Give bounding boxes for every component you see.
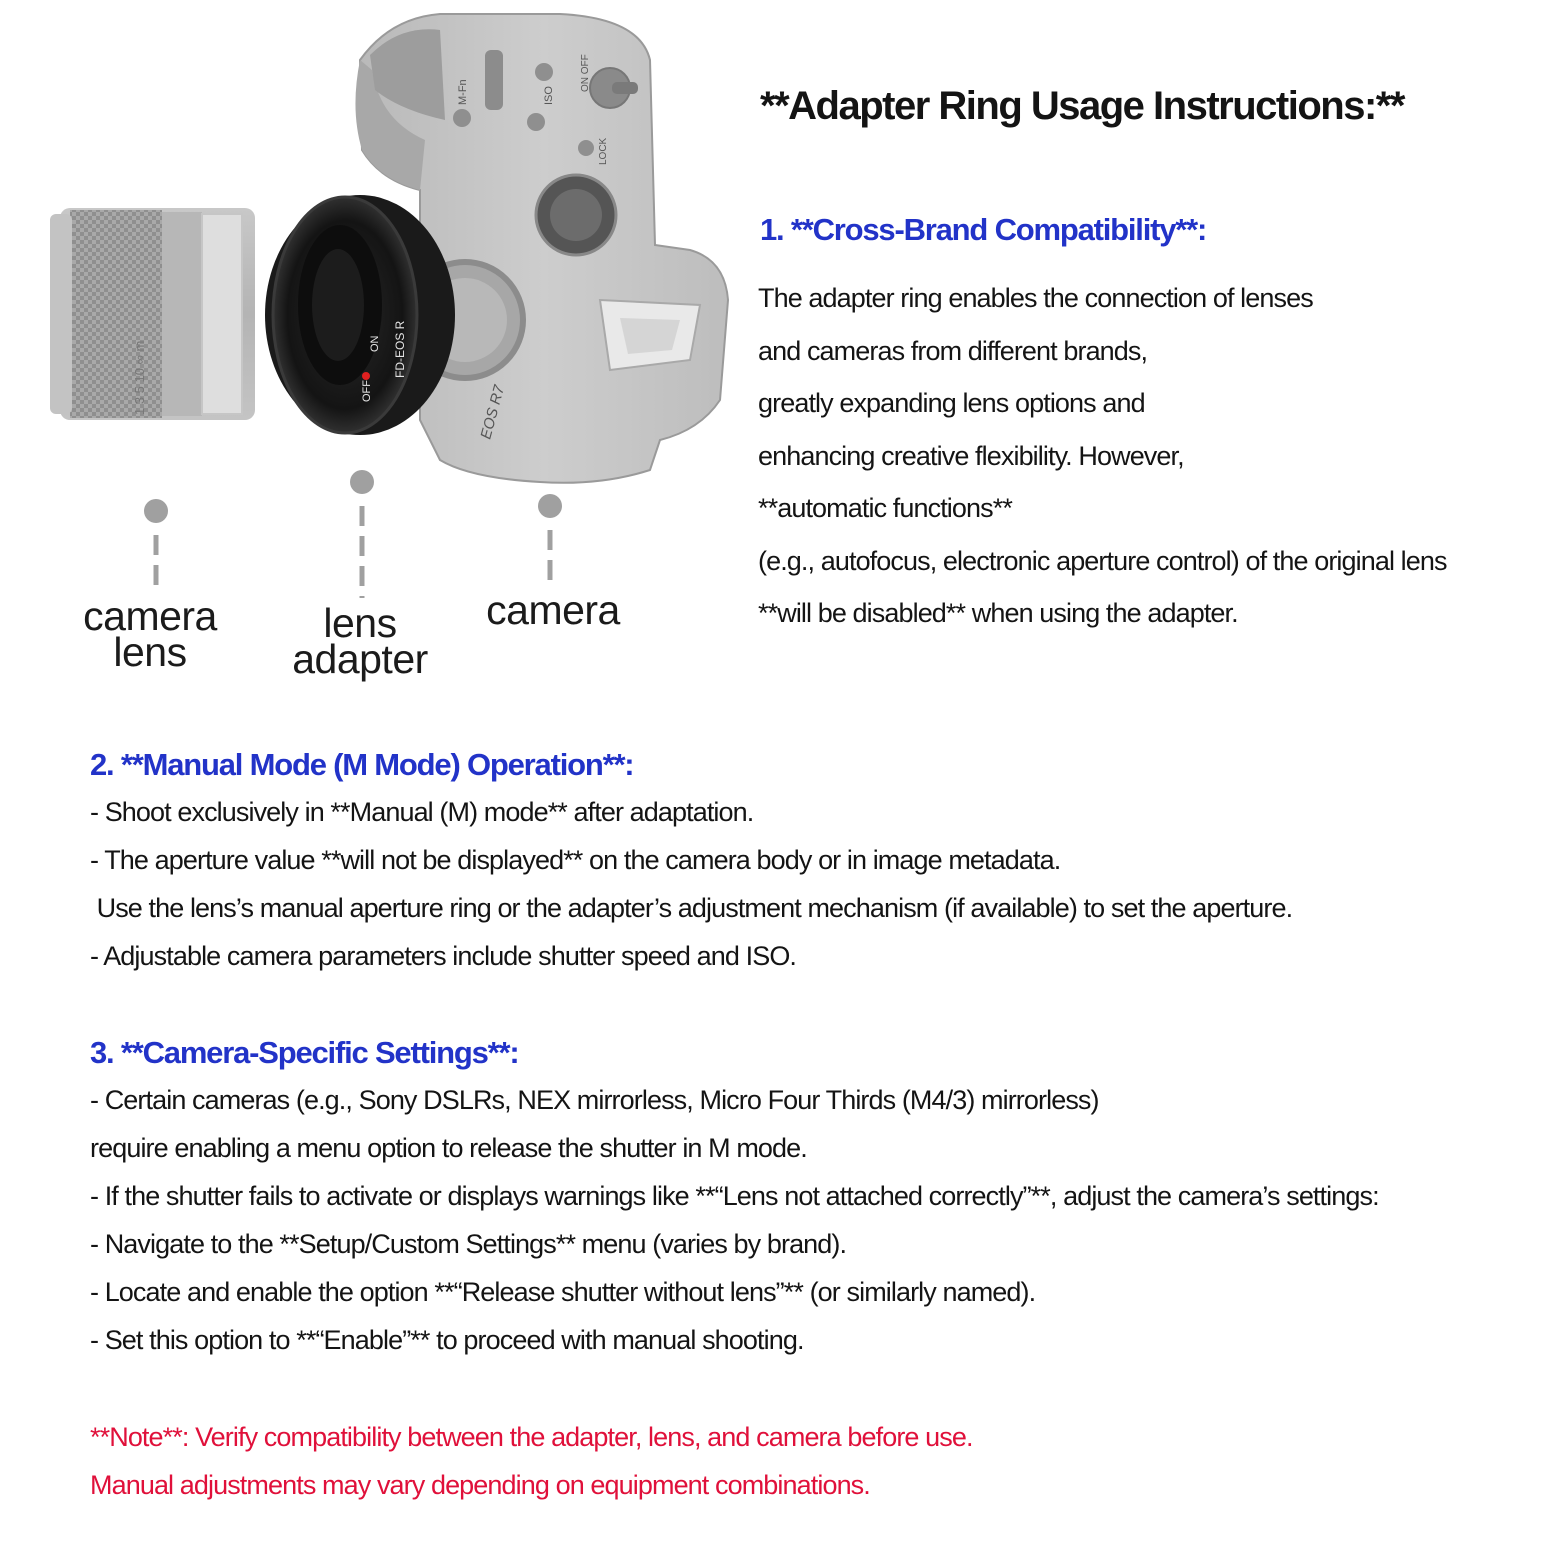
section2-line: - Shoot exclusively in **Manual (M) mode… bbox=[90, 797, 754, 827]
pointer-camera-lens bbox=[144, 499, 168, 593]
note-line: Manual adjustments may vary depending on… bbox=[90, 1470, 871, 1500]
lens-adapter-ring: FD-EOS R ON OFF bbox=[265, 195, 455, 435]
section1-line: The adapter ring enables the connection … bbox=[758, 283, 1314, 313]
svg-text:1 3 5 10 ∞ m: 1 3 5 10 ∞ m bbox=[132, 341, 147, 415]
mfn-marking: M-Fn bbox=[457, 79, 469, 105]
note-line: **Note**: Verify compatibility between t… bbox=[90, 1422, 973, 1452]
section1-line: greatly expanding lens options and bbox=[758, 388, 1146, 418]
section1-body: The adapter ring enables the connection … bbox=[758, 272, 1448, 640]
adapter-off-marking: OFF bbox=[361, 380, 373, 402]
camera-lens-body: 1 3 5 10 ∞ m bbox=[50, 208, 255, 420]
note-block: **Note**: Verify compatibility between t… bbox=[90, 1413, 973, 1509]
onoff-marking: ON OFF bbox=[580, 54, 591, 92]
label-lens-adapter: lens adapter bbox=[292, 600, 428, 682]
section3-body: - Certain cameras (e.g., Sony DSLRs, NEX… bbox=[90, 1076, 1380, 1364]
section1-heading: 1. **Cross-Brand Compatibility**: bbox=[760, 212, 1207, 247]
section2-heading: 2. **Manual Mode (M Mode) Operation**: bbox=[90, 747, 635, 782]
lock-marking: LOCK bbox=[598, 137, 609, 165]
page-title: **Adapter Ring Usage Instructions:** bbox=[760, 84, 1405, 128]
section1-line: **will be disabled** when using the adap… bbox=[758, 598, 1239, 628]
product-illustration: ISO M-Fn ON OFF LOCK EOS R7 FD-EOS R ON … bbox=[50, 13, 730, 598]
adapter-model-marking: FD-EOS R bbox=[393, 320, 407, 378]
section3-line: - Navigate to the **Setup/Custom Setting… bbox=[90, 1229, 847, 1259]
pointer-camera bbox=[538, 494, 562, 588]
pointer-lens-adapter bbox=[350, 470, 374, 598]
section2-line: - The aperture value **will not be displ… bbox=[90, 845, 1061, 875]
label-camera: camera bbox=[486, 587, 620, 633]
section3-line: require enabling a menu option to releas… bbox=[90, 1133, 808, 1163]
section1-line: enhancing creative flexibility. However, bbox=[758, 440, 1185, 471]
section3-line: - Set this option to **“Enable”** to pro… bbox=[90, 1325, 804, 1355]
section2-line: - Adjustable camera parameters include s… bbox=[90, 941, 797, 971]
section3-line: - Certain cameras (e.g., Sony DSLRs, NEX… bbox=[90, 1085, 1100, 1115]
iso-marking: ISO bbox=[543, 86, 555, 105]
section2-line: Use the lens’s manual aperture ring or t… bbox=[90, 893, 1294, 923]
label-camera-lens: camera lens bbox=[83, 593, 217, 675]
section1-line: (e.g., autofocus, electronic aperture co… bbox=[758, 545, 1448, 576]
section3-line: - Locate and enable the option **“Releas… bbox=[90, 1277, 1036, 1307]
section2-body: - Shoot exclusively in **Manual (M) mode… bbox=[90, 788, 1294, 980]
section3-heading: 3. **Camera-Specific Settings**: bbox=[90, 1035, 520, 1070]
adapter-on-marking: ON bbox=[369, 335, 381, 352]
section1-line: **automatic functions** bbox=[758, 493, 1013, 523]
section3-line: - If the shutter fails to activate or di… bbox=[90, 1181, 1380, 1211]
section1-line: and cameras from different brands, bbox=[758, 335, 1148, 366]
